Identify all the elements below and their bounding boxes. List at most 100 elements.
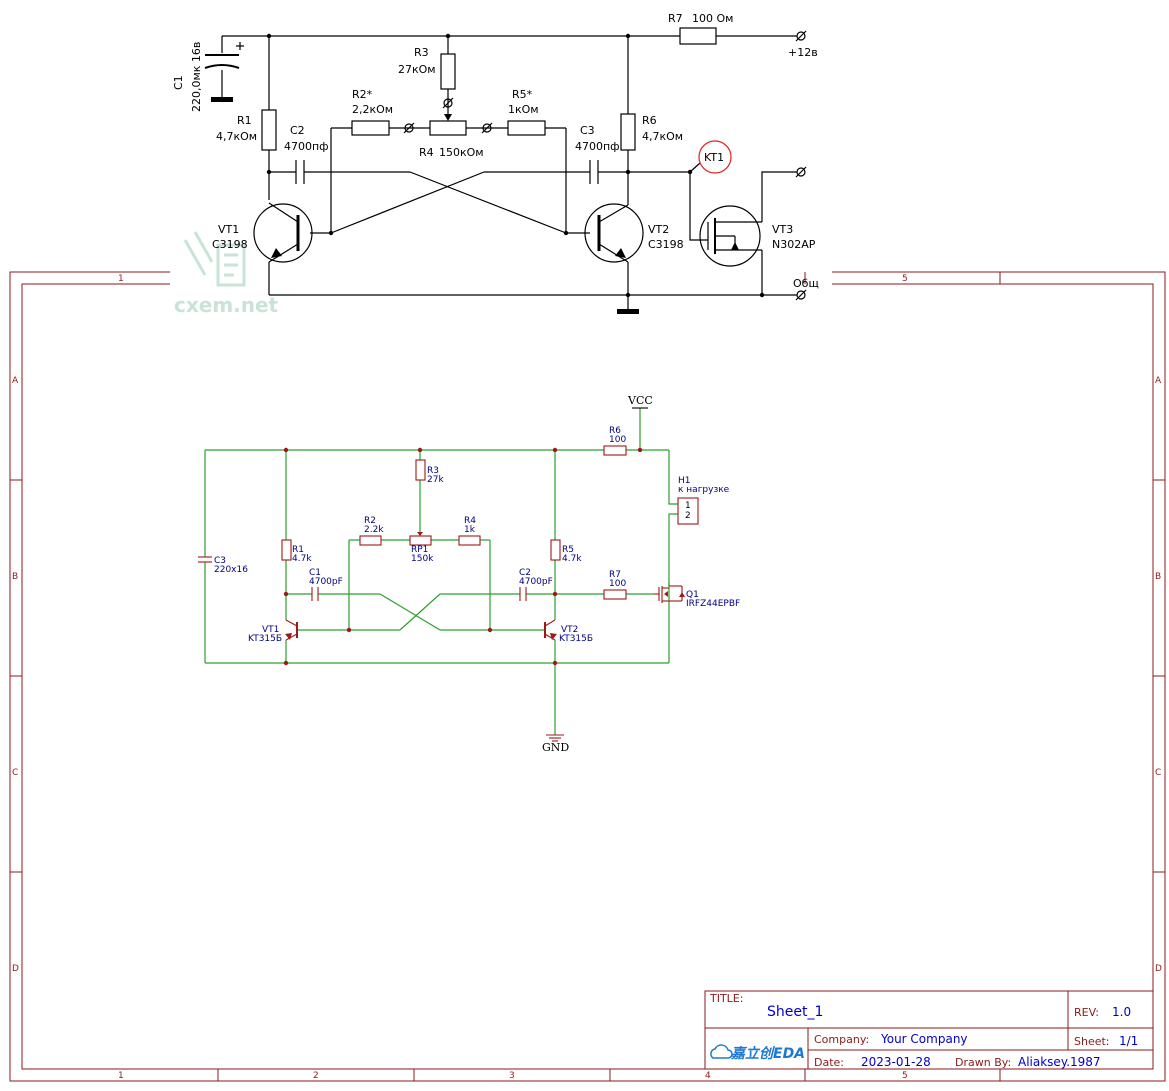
top-kt1-label: KT1 [704,151,724,164]
frame-col-2-bottom: 2 [313,1071,319,1081]
eda-r7-ref: R7 [609,570,621,580]
top-vt3-value: N302AP [772,238,816,251]
company-label: Company: [814,1033,869,1046]
eda-vt2-ref: VT2 [561,625,578,635]
eda-r5-ref: R5 [562,545,574,555]
watermark-text: cxem.net [174,293,279,317]
company-value: Your Company [880,1032,968,1046]
top-schematic-fills [211,33,765,314]
eda-q1-value: IRFZ44EPBF [686,599,740,609]
top-r5-value: 1кОм [508,103,539,116]
top-vt1-ref: VT1 [218,223,239,236]
top-supply-label: +12в [788,46,818,59]
top-r7-value: 100 Ом [692,12,733,25]
top-vt1-value: C3198 [212,238,248,251]
top-r3-value: 27кОм [398,63,436,76]
eda-c2-value: 4700pF [519,577,553,587]
top-c2-ref: C2 [290,124,305,137]
rev-value: 1.0 [1112,1005,1131,1019]
sheet-frame [9,271,1166,1082]
top-r4-value: 150кОм [439,146,484,159]
eda-r1-ref: R1 [292,545,304,555]
rev-label: REV: [1074,1006,1099,1019]
drawn-by-value: Aliaksey.1987 [1018,1055,1101,1069]
eda-vt1-ref: VT1 [262,625,279,635]
eda-fills [283,447,685,666]
eda-r6-ref: R6 [609,426,621,436]
frame-row-c-left: C [12,768,18,778]
frame-col-1-top: 1 [118,274,124,284]
eda-c1-ref: C1 [309,568,321,578]
frame-col-5-bottom: 5 [902,1071,908,1081]
sheet-label: Sheet: [1074,1035,1110,1048]
date-label: Date: [814,1056,844,1069]
top-r1-value: 4,7кОм [216,130,257,143]
eda-r4-ref: R4 [464,516,476,526]
eda-vcc-label: VCC [627,394,653,407]
eda-c1-value: 4700pF [309,577,343,587]
top-common-label: Общ [793,277,819,290]
eda-h1-ref: H1 [678,476,691,486]
top-c3-ref: C3 [580,124,595,137]
cxem-watermark-icon [183,231,246,287]
top-vt3-ref: VT3 [772,223,793,236]
frame-row-a-left: A [12,376,19,386]
frame-row-c-right: C [1155,768,1161,778]
top-r4-ref: R4 [419,146,434,159]
frame-row-a-right: A [1155,376,1162,386]
top-r7-ref: R7 [668,12,683,25]
eda-c2-ref: C2 [519,568,531,578]
top-r2-value: 2,2кОм [352,103,393,116]
cloud-icon [710,1044,733,1059]
eda-parts [198,407,699,742]
eda-rp1-ref: RP1 [411,545,428,555]
frame-row-b-left: B [12,572,18,582]
frame-row-d-right: D [1155,964,1162,974]
top-r3-ref: R3 [414,46,429,59]
eda-c3-ref: C3 [214,556,226,566]
eda-rp1-value: 150k [411,554,434,564]
eda-h1-value: к нагрузке [678,485,730,495]
eda-r6-value: 100 [609,435,626,445]
eda-r2-ref: R2 [364,516,376,526]
frame-col-5-top: 5 [902,274,908,284]
eda-r1-value: 4.7k [292,554,312,564]
eda-q1-ref: Q1 [686,590,699,600]
eda-vt2-value: KT315Б [559,634,593,644]
eda-h1-pin1: 1 [685,501,691,511]
top-vt2-value: C3198 [648,238,684,251]
frame-col-4-bottom: 4 [705,1071,711,1081]
eda-r3-value: 27k [427,475,444,485]
frame-col-3-bottom: 3 [509,1071,515,1081]
top-schematic-parts [204,27,807,301]
eda-r2-value: 2.2k [364,525,384,535]
title-block [704,990,1154,1070]
top-r5-ref: R5* [512,88,533,101]
top-r6-value: 4,7кОм [642,130,683,143]
eda-logo: 嘉立创EDA [730,1045,805,1062]
top-c3-value: 4700пф [575,140,620,153]
eda-vt1-value: KT315Б [248,634,282,644]
top-c1-ref: C1 [172,75,185,90]
top-r6-ref: R6 [642,114,657,127]
sheet-title: Sheet_1 [767,1004,823,1020]
top-c1-value: 220,0мк 16в [190,42,203,112]
eda-h1-pin2: 2 [685,511,691,521]
date-value: 2023-01-28 [861,1055,931,1069]
frame-col-1-bottom: 1 [118,1071,124,1081]
drawn-by-label: Drawn By: [955,1056,1011,1069]
eda-r5-value: 4.7k [562,554,582,564]
title-label: TITLE: [709,992,743,1005]
top-c2-value: 4700пф [284,140,329,153]
top-r2-ref: R2* [352,88,373,101]
eda-r3-ref: R3 [427,466,439,476]
top-vt2-ref: VT2 [648,223,669,236]
eda-wires [204,408,678,735]
eda-c3-value: 220x16 [214,565,248,575]
eda-r7-value: 100 [609,579,626,589]
top-r1-ref: R1 [237,114,252,127]
eda-gnd-label: GND [542,741,569,754]
frame-row-b-right: B [1155,572,1161,582]
frame-row-d-left: D [12,964,19,974]
